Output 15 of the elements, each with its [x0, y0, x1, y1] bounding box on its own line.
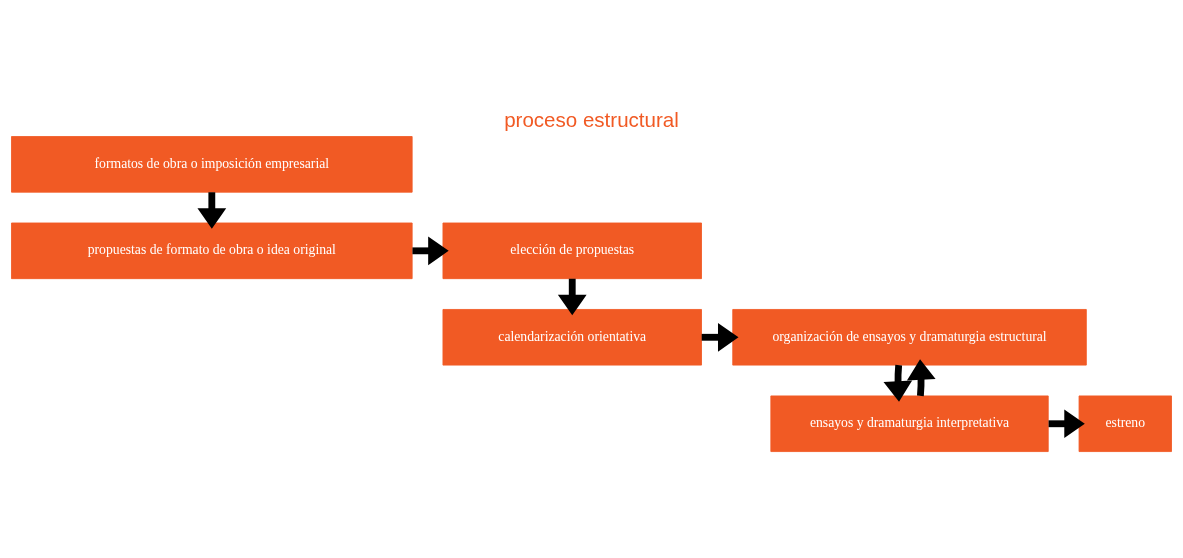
arrow	[701, 322, 739, 352]
node-box: calendarización orientativa	[442, 308, 702, 366]
node-box: formatos de obra o imposición empresarial	[11, 135, 413, 193]
node-box: organización de ensayos y dramaturgia estructural	[732, 308, 1087, 366]
node-box: estreno	[1078, 395, 1172, 452]
arrow	[1048, 408, 1085, 438]
arrow	[557, 278, 587, 315]
diagram-title: proceso estructural	[504, 107, 679, 131]
node-box: ensayos y dramaturgia interpretativa	[770, 395, 1049, 452]
node-box: elección de propuestas	[442, 222, 702, 279]
arrow	[883, 364, 913, 402]
arrow	[906, 358, 936, 396]
arrow	[412, 235, 449, 265]
node-box: propuestas de formato de obra o idea original	[11, 222, 413, 279]
arrow	[197, 191, 227, 229]
